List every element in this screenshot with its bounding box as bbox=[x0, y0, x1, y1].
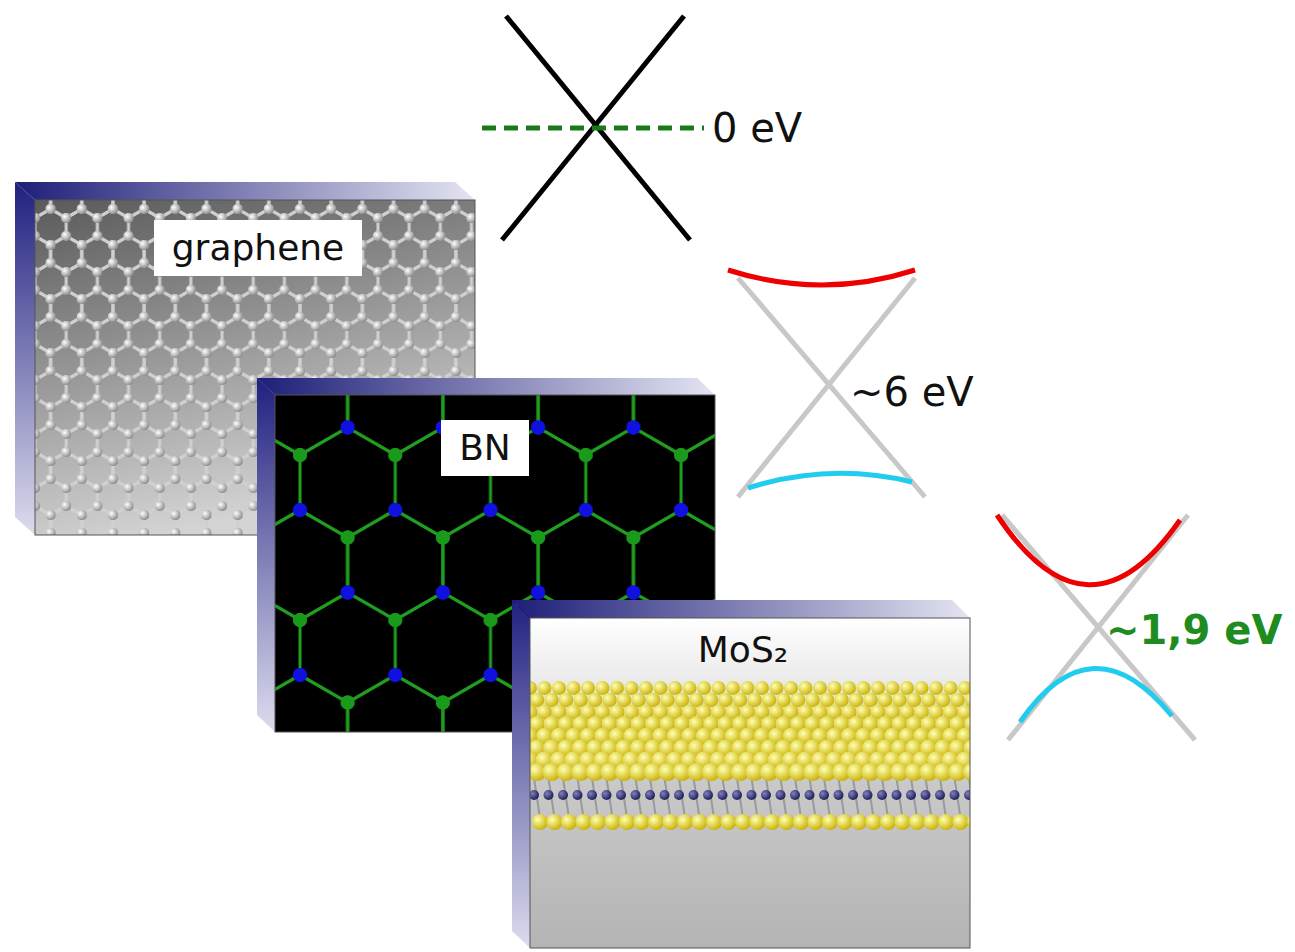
graphene-band bbox=[482, 16, 704, 240]
band-gap-value: ~1,9 eV bbox=[1106, 608, 1282, 652]
material-name: MoS₂ bbox=[698, 630, 788, 670]
mos2-panel bbox=[512, 600, 998, 948]
material-name: graphene bbox=[154, 220, 363, 276]
material-name: BN bbox=[441, 420, 529, 476]
material-panel: MoS₂ bbox=[530, 618, 970, 948]
band-gap-value: 0 eV bbox=[712, 106, 802, 150]
material-panel: graphene bbox=[35, 200, 475, 535]
material-panel: BN bbox=[275, 395, 715, 732]
band-gap-value: ~6 eV bbox=[850, 370, 974, 414]
